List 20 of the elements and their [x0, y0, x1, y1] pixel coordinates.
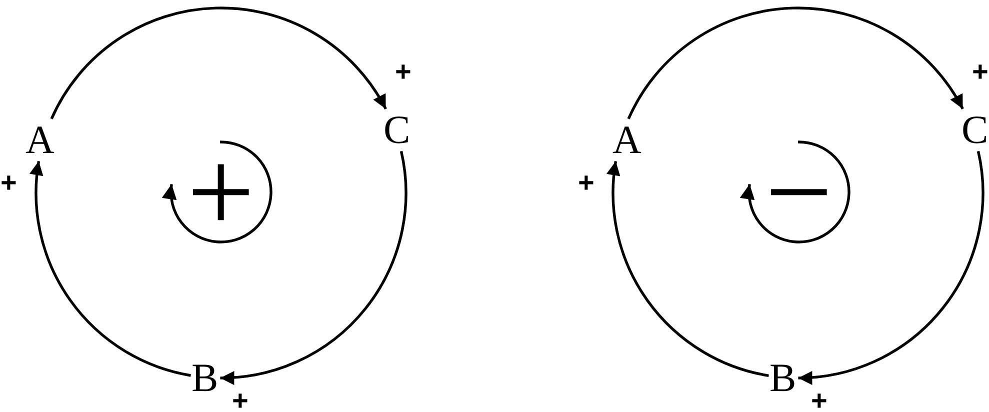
loop-polarity-sign: + — [187, 160, 255, 224]
polarity-sign: + — [232, 394, 248, 412]
causal-link-arrow — [627, 6, 964, 120]
polarity-sign: + — [811, 394, 828, 412]
variable-label: C — [962, 110, 988, 150]
polarity-sign: + — [0, 176, 17, 194]
causal-link-arrow — [30, 161, 192, 377]
polarity-sign: + — [972, 64, 988, 83]
polarity-sign: + — [578, 176, 594, 194]
polarity-sign: + — [395, 64, 412, 83]
variable-label: C — [384, 110, 410, 150]
variable-label: B — [770, 358, 796, 398]
causal-link-arrow — [607, 161, 770, 377]
causal-link-arrow — [220, 151, 408, 384]
variable-label: A — [612, 120, 642, 160]
variable-label: A — [26, 120, 54, 160]
loop-polarity-sign: − — [765, 160, 833, 224]
variable-label: B — [192, 358, 218, 398]
causal-link-arrow — [798, 150, 984, 384]
causal-link-arrow — [50, 6, 387, 120]
